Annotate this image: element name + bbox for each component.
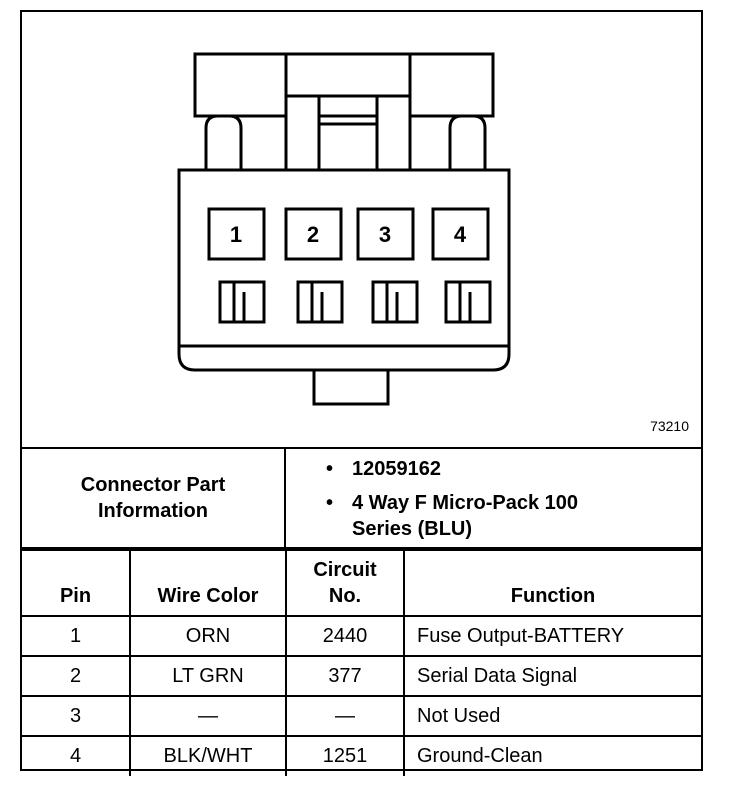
function-cell: Not Used [403,695,701,737]
header-circuit: Circuit No. [285,549,405,617]
wire-color-cell: ORN [129,615,287,657]
bottom-key [312,368,390,406]
connector-info-label: Connector Part Information [22,449,286,547]
cavity-1-box [207,207,266,261]
latch-center-block [284,52,412,98]
connector-frame: 1 2 3 4 [20,10,703,776]
table-row: 4 BLK/WHT 1251 Ground-Clean [22,735,701,776]
center-gap [317,122,379,172]
wire-color-cell: — [129,695,287,737]
pinout-table: Pin Wire Color Circuit No. Function 1 OR… [22,549,701,776]
function-cell: Fuse Output-BATTERY [403,615,701,657]
cavity-3-box [356,207,415,261]
terminal-2 [296,280,344,324]
circuit-cell: 1251 [285,735,405,776]
header-pin: Pin [22,549,131,617]
table-row: 2 LT GRN 377 Serial Data Signal [22,655,701,697]
circuit-cell: — [285,695,405,737]
post-inner-left [284,94,321,172]
pin-cell: 2 [22,655,131,697]
terminal-4 [444,280,492,324]
terminal-1 [218,280,266,324]
cavity-4-box [431,207,490,261]
cavity-4-label: 4 [454,222,467,247]
connector-info-row: Connector Part Information 12059162 4 Wa… [22,447,701,549]
pin-cell: 1 [22,615,131,657]
connector-description: 4 Way F Micro-Pack 100 Series (BLU) [326,490,612,542]
wire-color-cell: BLK/WHT [129,735,287,776]
connector-face-view: 1 2 3 4 [177,52,511,406]
connector-body [177,168,511,372]
cavity-2-label: 2 [307,222,319,247]
circuit-cell: 377 [285,655,405,697]
post-inner-right [375,94,412,172]
post-right [448,114,487,170]
terminal-3 [371,280,419,324]
connector-info-list: 12059162 4 Way F Micro-Pack 100 Series (… [286,449,701,547]
post-left [204,114,243,170]
pin-cell: 4 [22,735,131,776]
cavity-1-label: 1 [230,222,242,247]
pin-cell: 3 [22,695,131,737]
cavity-3-label: 3 [379,222,391,247]
table-row: 1 ORN 2440 Fuse Output-BATTERY [22,615,701,657]
table-header-row: Pin Wire Color Circuit No. Function [22,549,701,617]
function-cell: Ground-Clean [403,735,701,776]
cavity-2-box [284,207,343,261]
table-row: 3 — — Not Used [22,695,701,737]
wire-color-cell: LT GRN [129,655,287,697]
function-cell: Serial Data Signal [403,655,701,697]
connector-drawing: 1 2 3 4 [22,12,701,447]
header-function: Function [403,549,701,617]
part-number: 12059162 [326,456,701,482]
drawing-id: 73210 [650,418,689,434]
header-wire-color: Wire Color [129,549,287,617]
circuit-cell: 2440 [285,615,405,657]
